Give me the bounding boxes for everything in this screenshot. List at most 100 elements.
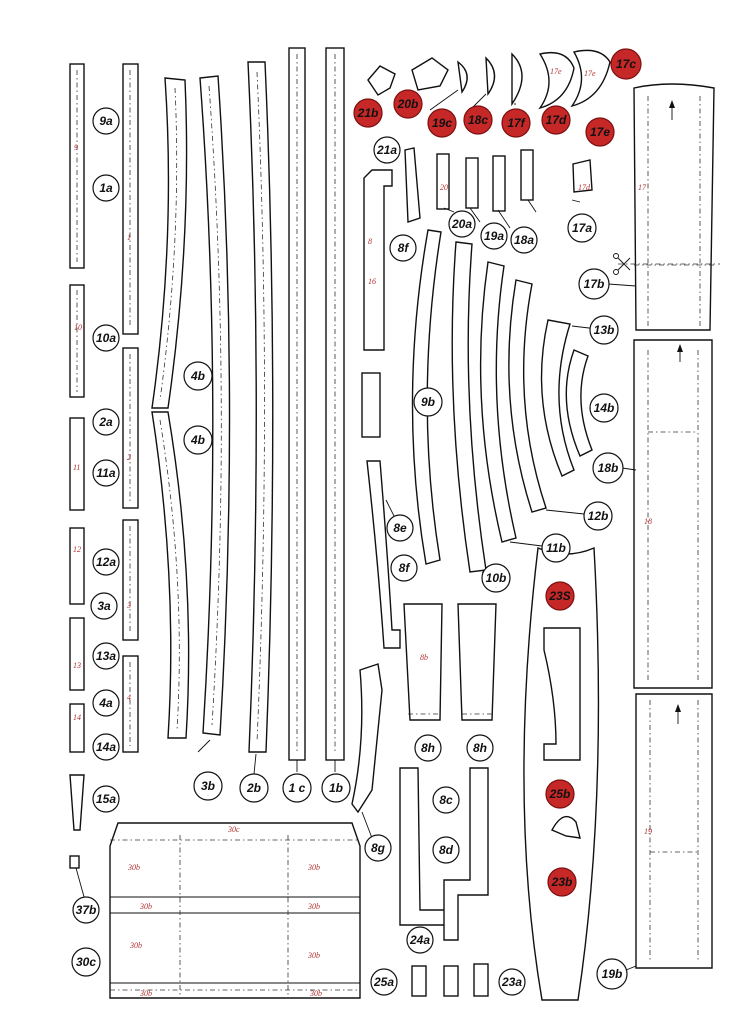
label-8g: 8g [364, 834, 392, 862]
top-flaps [367, 49, 611, 193]
label-4a: 4a [92, 689, 120, 717]
mark-17e: 17e [584, 69, 596, 78]
curved-ribs [411, 229, 593, 573]
label-17c: 17c [610, 48, 642, 80]
label-14a: 14a [92, 733, 120, 761]
svg-text:11b: 11b [546, 541, 566, 555]
svg-text:8d: 8d [439, 843, 454, 857]
mark-13: 13 [73, 661, 81, 670]
panel-30 [109, 822, 361, 999]
label-17d: 17d [541, 105, 571, 135]
svg-text:8c: 8c [439, 793, 453, 807]
svg-text:1a: 1a [99, 181, 113, 195]
label-9b: 9b [413, 387, 443, 417]
label-10a: 10a [92, 324, 120, 352]
svg-text:3a: 3a [97, 599, 111, 613]
label-9a: 9a [92, 107, 120, 135]
label-8e: 8e [386, 514, 414, 542]
label-17e: 17e [585, 117, 615, 147]
svg-text:21a: 21a [376, 143, 397, 157]
straight-strips [288, 47, 345, 761]
svg-text:9b: 9b [421, 395, 435, 409]
label-17a: 17a [567, 213, 597, 243]
label-19b: 19b [596, 958, 628, 990]
label-20a: 20a [448, 210, 476, 238]
label-25b: 25b [545, 779, 575, 809]
svg-text:23b: 23b [551, 875, 573, 889]
label-1a: 1a [92, 174, 120, 202]
svg-text:1b: 1b [329, 781, 343, 795]
labels-white: 9a 1a 10a 2a 11a 12a 3a 13a 4a 14a 15a 3… [71, 107, 628, 996]
svg-text:1 c: 1 c [289, 781, 306, 795]
svg-text:4a: 4a [98, 696, 113, 710]
mark-14: 14 [73, 713, 81, 722]
label-2a: 2a [92, 408, 120, 436]
svg-text:12b: 12b [588, 509, 609, 523]
label-19c: 19c [427, 108, 457, 138]
svg-text:15a: 15a [96, 792, 116, 806]
mark-8: 8 [368, 237, 372, 246]
mark-4: 4 [127, 693, 131, 702]
svg-text:18c: 18c [468, 113, 488, 127]
svg-text:11a: 11a [96, 466, 115, 480]
scissors-icon [613, 253, 720, 275]
svg-text:21b: 21b [357, 106, 379, 120]
label-17b: 17b [578, 268, 610, 300]
svg-text:37b: 37b [76, 903, 97, 917]
label-8f-bottom: 8f [390, 554, 418, 582]
mark-30b: 30b [307, 951, 320, 960]
mark-30b: 30b [139, 902, 152, 911]
svg-text:20a: 20a [451, 217, 472, 231]
mark-30b: 30b [129, 941, 142, 950]
label-12b: 12b [583, 501, 613, 531]
label-25a: 25a [370, 968, 398, 996]
svg-text:13a: 13a [96, 649, 116, 663]
inner-marks: 30c 30b 30b 30b 30b 30b 30b 30b 30b 17e … [73, 67, 652, 998]
mark-17d: 17d [578, 183, 591, 192]
mark-30b: 30b [127, 863, 140, 872]
label-15a: 15a [92, 785, 120, 813]
mark-18: 18 [644, 517, 652, 526]
mark-17: 17 [638, 183, 647, 192]
svg-text:2b: 2b [246, 781, 261, 795]
svg-text:19c: 19c [432, 116, 452, 130]
svg-text:14a: 14a [96, 740, 116, 754]
label-21a: 21a [373, 136, 401, 164]
label-23S: 23S [545, 581, 575, 611]
mark-11: 11 [73, 463, 80, 472]
svg-text:17f: 17f [507, 116, 525, 130]
label-23a: 23a [498, 968, 526, 996]
arrow-icon [677, 344, 683, 362]
svg-text:18b: 18b [598, 461, 619, 475]
svg-text:9a: 9a [99, 114, 113, 128]
svg-text:8h: 8h [473, 741, 487, 755]
curved-strips [151, 61, 274, 753]
tapered-parts [399, 603, 497, 941]
svg-text:4b: 4b [190, 433, 205, 447]
label-8h-left: 8h [414, 734, 442, 762]
svg-text:17c: 17c [616, 57, 636, 71]
svg-text:8g: 8g [371, 841, 386, 855]
mark-1: 1 [127, 233, 131, 242]
label-18b: 18b [592, 452, 624, 484]
svg-text:23S: 23S [548, 589, 570, 603]
hull-piece [523, 546, 600, 1001]
label-3b: 3b [193, 771, 223, 801]
svg-text:2a: 2a [98, 415, 113, 429]
label-24a: 24a [406, 926, 434, 954]
svg-text:8f: 8f [398, 241, 410, 255]
label-11a: 11a [92, 459, 120, 487]
label-8f-top: 8f [389, 234, 417, 262]
mark-20: 20 [440, 183, 448, 192]
svg-text:23a: 23a [501, 975, 522, 989]
mark-30b: 30b [307, 902, 320, 911]
label-14b: 14b [589, 393, 619, 423]
mark-30b: 30b [309, 989, 322, 998]
label-13a: 13a [92, 642, 120, 670]
label-3a: 3a [90, 592, 118, 620]
mark-19: 19 [644, 827, 652, 836]
small-upper-parts [351, 147, 534, 814]
svg-text:12a: 12a [96, 555, 116, 569]
label-37b: 37b [72, 896, 100, 924]
svg-text:19b: 19b [602, 967, 623, 981]
